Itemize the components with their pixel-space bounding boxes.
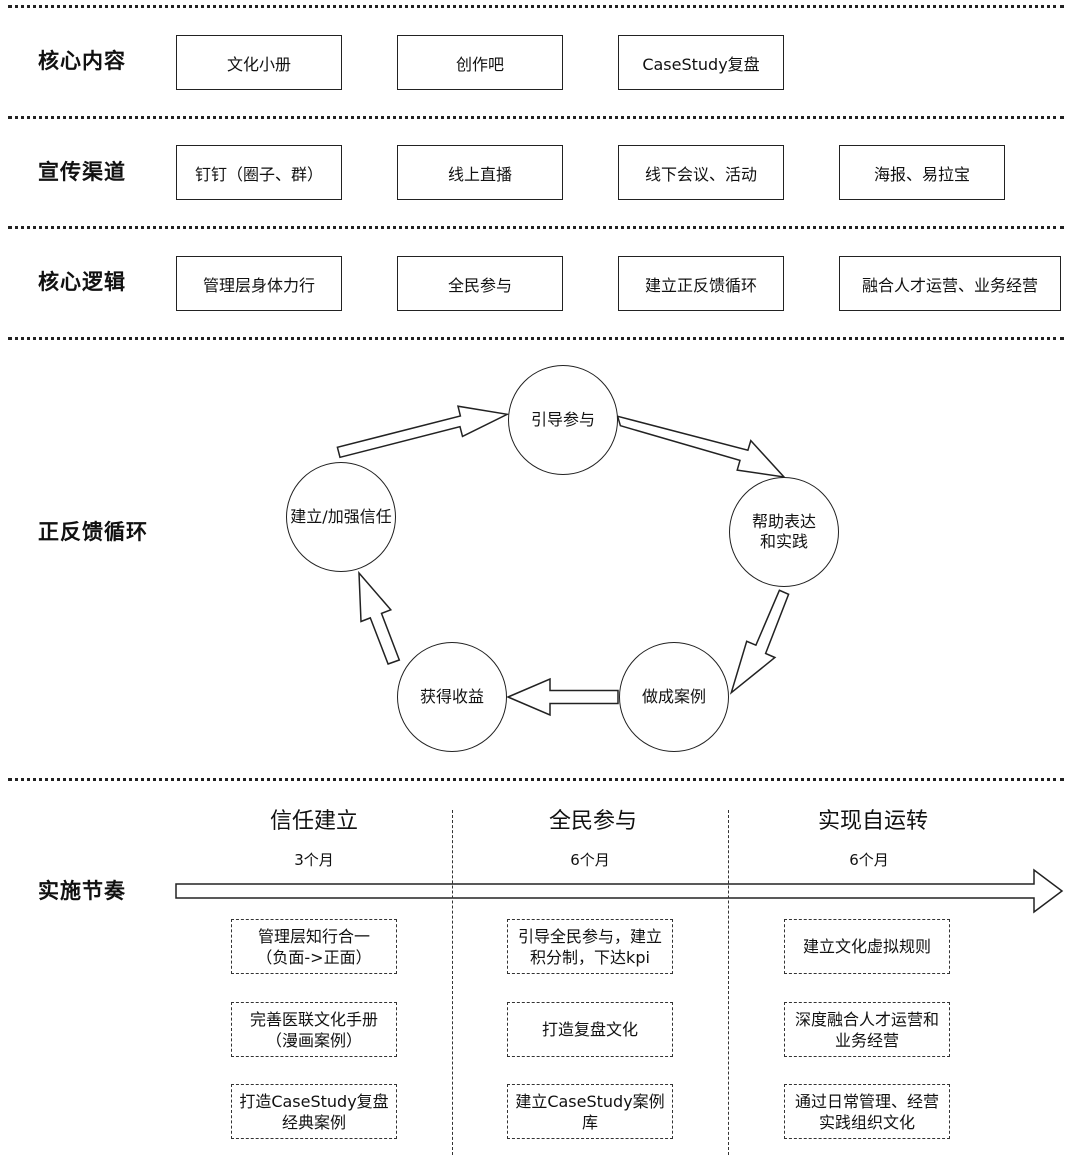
core-content-label: 核心内容 xyxy=(38,49,126,73)
loop-arrow xyxy=(358,570,401,665)
task-box: 建立文化虚拟规则 xyxy=(784,919,950,974)
task-box: 深度融合人才运营和 业务经营 xyxy=(784,1002,950,1057)
loop-node: 建立/加强信任 xyxy=(286,462,396,572)
task-box: 完善医联文化手册 （漫画案例） xyxy=(231,1002,397,1057)
task-box: 通过日常管理、经营 实践组织文化 xyxy=(784,1084,950,1139)
task-box: 管理层知行合一 （负面->正面） xyxy=(231,919,397,974)
separator-1 xyxy=(8,5,1064,8)
core-content-box: CaseStudy复盘 xyxy=(618,35,784,90)
logic-box: 建立正反馈循环 xyxy=(618,256,784,311)
feedback-loop-label: 正反馈循环 xyxy=(38,520,148,544)
logic-box: 全民参与 xyxy=(397,256,563,311)
phase-title: 信任建立 xyxy=(269,809,358,834)
task-box: 打造CaseStudy复盘 经典案例 xyxy=(231,1084,397,1139)
channel-box: 线下会议、活动 xyxy=(618,145,784,200)
core-content-box: 文化小册 xyxy=(176,35,342,90)
loop-arrow xyxy=(506,677,619,717)
loop-node: 帮助表达 和实践 xyxy=(729,477,839,587)
loop-arrow xyxy=(729,589,790,695)
phase-divider xyxy=(452,810,453,1155)
logic-box: 管理层身体力行 xyxy=(176,256,342,311)
separator-2 xyxy=(8,116,1064,119)
separator-5 xyxy=(8,778,1064,781)
loop-node: 获得收益 xyxy=(397,642,507,752)
phase-divider xyxy=(728,810,729,1155)
loop-arrow xyxy=(616,415,786,479)
task-box: 建立CaseStudy案例 库 xyxy=(507,1084,673,1139)
channel-box: 钉钉（圈子、群） xyxy=(176,145,342,200)
task-box: 引导全民参与，建立 积分制，下达kpi xyxy=(507,919,673,974)
logic-box: 融合人才运营、业务经营 xyxy=(839,256,1061,311)
channels-label: 宣传渠道 xyxy=(38,160,126,184)
task-box: 打造复盘文化 xyxy=(507,1002,673,1057)
phase-title: 全民参与 xyxy=(548,809,637,834)
phase-duration: 3个月 xyxy=(294,851,334,869)
channel-box: 线上直播 xyxy=(397,145,563,200)
core-logic-label: 核心逻辑 xyxy=(38,270,126,294)
loop-node: 引导参与 xyxy=(508,365,618,475)
loop-node: 做成案例 xyxy=(619,642,729,752)
loop-arrow xyxy=(336,405,510,459)
phase-duration: 6个月 xyxy=(570,851,610,869)
separator-4 xyxy=(8,337,1064,340)
timeline-arrow xyxy=(175,868,1064,914)
channel-box: 海报、易拉宝 xyxy=(839,145,1005,200)
separator-3 xyxy=(8,226,1064,229)
core-content-box: 创作吧 xyxy=(397,35,563,90)
phase-title: 实现自运转 xyxy=(817,809,928,834)
rhythm-label: 实施节奏 xyxy=(38,879,126,903)
phase-duration: 6个月 xyxy=(849,851,889,869)
